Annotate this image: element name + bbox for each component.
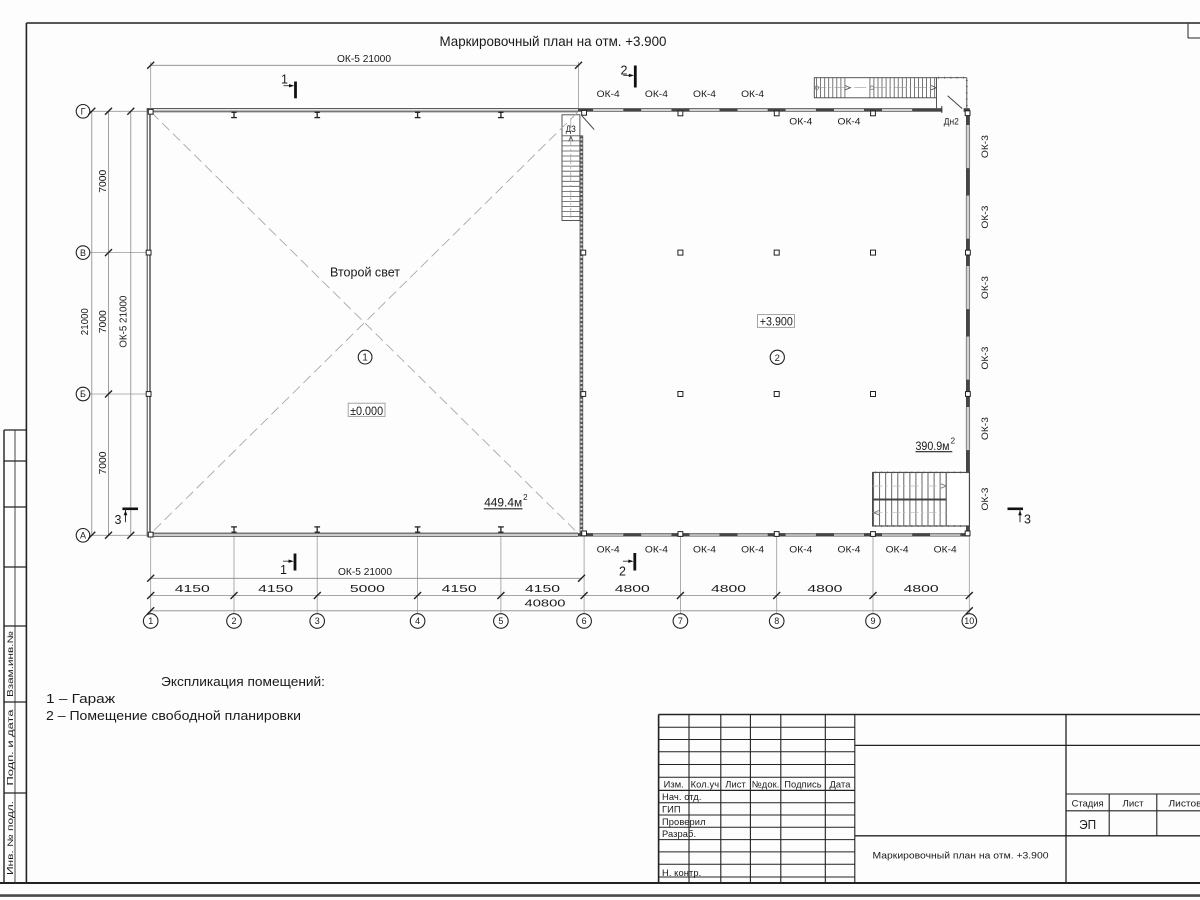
svg-text:2 – Помещение свободной планир: 2 – Помещение свободной планировки xyxy=(46,709,301,723)
svg-text:449.4м: 449.4м xyxy=(484,495,522,509)
svg-text:40800: 40800 xyxy=(525,598,566,610)
svg-text:4800: 4800 xyxy=(904,584,940,595)
svg-text:7000: 7000 xyxy=(97,170,109,193)
svg-text:ГИП: ГИП xyxy=(662,805,681,815)
svg-text:Маркировочный план на отм. +3.: Маркировочный план на отм. +3.900 xyxy=(440,34,667,49)
svg-text:1: 1 xyxy=(281,73,288,87)
svg-text:2: 2 xyxy=(231,616,236,626)
svg-text:2: 2 xyxy=(621,64,628,78)
svg-text:ОК-3: ОК-3 xyxy=(980,206,991,229)
svg-text:ОК-4: ОК-4 xyxy=(934,545,957,556)
svg-text:ОК-4: ОК-4 xyxy=(886,545,909,556)
svg-text:Лист: Лист xyxy=(725,780,746,790)
svg-text:4150: 4150 xyxy=(258,584,294,595)
svg-text:6: 6 xyxy=(582,616,587,626)
svg-text:4150: 4150 xyxy=(525,584,561,595)
svg-text:9: 9 xyxy=(870,616,875,626)
svg-text:Разраб.: Разраб. xyxy=(662,829,696,839)
svg-text:Подпись: Подпись xyxy=(784,780,822,790)
svg-text:7000: 7000 xyxy=(97,310,109,333)
svg-text:10: 10 xyxy=(964,616,974,626)
svg-text:2: 2 xyxy=(619,565,626,579)
svg-text:3: 3 xyxy=(1024,513,1031,527)
svg-text:2: 2 xyxy=(523,493,528,502)
svg-text:1 – Гараж: 1 – Гараж xyxy=(46,692,116,706)
svg-text:ОК-4: ОК-4 xyxy=(838,545,861,556)
svg-text:Стадия: Стадия xyxy=(1072,799,1104,809)
svg-text:А: А xyxy=(80,531,86,541)
svg-text:4150: 4150 xyxy=(442,584,478,595)
svg-text:3: 3 xyxy=(315,616,320,626)
svg-text:ОК-4: ОК-4 xyxy=(789,545,812,556)
svg-text:21000: 21000 xyxy=(79,308,91,335)
svg-text:ОК-3: ОК-3 xyxy=(980,347,991,370)
svg-text:ОК-4: ОК-4 xyxy=(741,545,764,556)
svg-text:Н. контр.: Н. контр. xyxy=(662,868,701,878)
svg-text:390.9м: 390.9м xyxy=(916,439,950,453)
svg-text:ОК-5 21000: ОК-5 21000 xyxy=(338,567,392,578)
svg-text:Подп. и дата: Подп. и дата xyxy=(6,709,15,786)
svg-text:В: В xyxy=(80,248,86,258)
svg-text:Нач. отд.: Нач. отд. xyxy=(662,792,702,802)
svg-text:Г: Г xyxy=(81,107,86,117)
svg-text:Изм.: Изм. xyxy=(664,780,684,790)
svg-text:ОК-4: ОК-4 xyxy=(597,545,620,556)
svg-text:4800: 4800 xyxy=(807,584,843,595)
svg-text:ЭП: ЭП xyxy=(1079,818,1096,832)
svg-text:4800: 4800 xyxy=(615,584,651,595)
svg-text:Экспликация помещений:: Экспликация помещений: xyxy=(161,674,325,689)
svg-text:ОК-3: ОК-3 xyxy=(980,135,991,158)
svg-text:2: 2 xyxy=(775,353,780,364)
svg-text:Дн2: Дн2 xyxy=(944,117,959,128)
svg-text:ОК-4: ОК-4 xyxy=(789,117,812,128)
svg-text:Маркировочный план на отм. +3.: Маркировочный план на отм. +3.900 xyxy=(873,851,1049,862)
svg-text:4800: 4800 xyxy=(711,584,747,595)
svg-text:7: 7 xyxy=(678,616,683,626)
svg-text:ОК-4: ОК-4 xyxy=(645,545,668,556)
svg-text:4150: 4150 xyxy=(175,584,211,595)
svg-text:Листов: Листов xyxy=(1169,799,1200,809)
svg-text:3: 3 xyxy=(115,513,122,527)
svg-text:ОК-4: ОК-4 xyxy=(693,89,716,100)
svg-text:Б: Б xyxy=(80,389,86,399)
svg-text:ОК-4: ОК-4 xyxy=(741,89,764,100)
svg-text:ОК-3: ОК-3 xyxy=(980,488,991,511)
svg-text:1: 1 xyxy=(148,616,153,626)
svg-text:ОК-4: ОК-4 xyxy=(597,89,620,100)
svg-text:Проверил: Проверил xyxy=(662,817,706,827)
svg-text:ОК-4: ОК-4 xyxy=(645,89,668,100)
svg-text:Инв. № подл.: Инв. № подл. xyxy=(6,801,15,875)
svg-text:ДЗ: ДЗ xyxy=(566,124,576,134)
svg-text:Кол.уч: Кол.уч xyxy=(691,780,720,790)
svg-text:7000: 7000 xyxy=(97,451,109,474)
svg-text:1: 1 xyxy=(280,563,287,577)
svg-text:2: 2 xyxy=(951,436,956,445)
svg-text:+3.900: +3.900 xyxy=(760,317,793,329)
svg-text:5: 5 xyxy=(498,616,503,626)
svg-text:Второй свет: Второй свет xyxy=(330,264,400,279)
svg-text:Дата: Дата xyxy=(830,780,852,790)
svg-text:ОК-3: ОК-3 xyxy=(980,276,991,299)
svg-text:№док.: №док. xyxy=(752,780,780,790)
svg-text:1: 1 xyxy=(362,353,367,364)
svg-text:ОК-4: ОК-4 xyxy=(838,117,861,128)
svg-text:Взам.инв.№: Взам.инв.№ xyxy=(6,630,15,697)
svg-text:ОК-5 21000: ОК-5 21000 xyxy=(337,54,391,65)
svg-text:8: 8 xyxy=(774,616,779,626)
svg-text:ОК-5 21000: ОК-5 21000 xyxy=(118,295,129,347)
svg-text:ОК-4: ОК-4 xyxy=(693,545,716,556)
svg-text:ОК-3: ОК-3 xyxy=(980,417,991,440)
svg-text:5000: 5000 xyxy=(350,584,386,595)
svg-text:Лист: Лист xyxy=(1123,799,1145,809)
svg-text:4: 4 xyxy=(415,616,420,626)
svg-text:±0.000: ±0.000 xyxy=(350,406,383,418)
